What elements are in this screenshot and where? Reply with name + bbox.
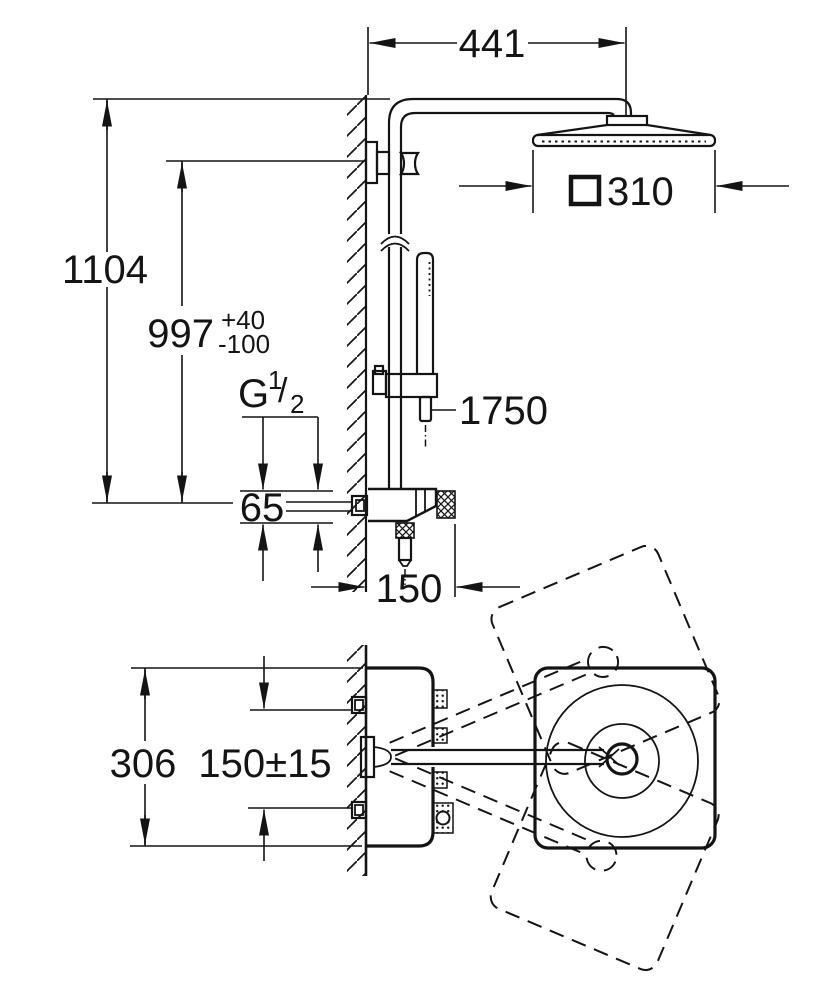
thread-size-callout: G 1 / 2 (238, 365, 323, 490)
shower-holder (384, 372, 439, 399)
valve-knob-knurled (436, 490, 456, 519)
head-neck (605, 114, 649, 127)
dimension-total-height: 1104 (62, 98, 390, 503)
dimension-arm-projection: 441 (367, 22, 625, 95)
spray-outer-circle (545, 684, 699, 838)
thermostat-valve-plan (350, 666, 454, 848)
dimension-supply-height: 997 +40 -100 (92, 160, 366, 504)
inlet-top (350, 695, 368, 715)
wall-section-front (347, 95, 368, 592)
inlet-spacing-label: 150±15 (198, 742, 331, 786)
head-depth-label: 306 (110, 742, 177, 786)
wall-hatching-plan (347, 645, 366, 876)
pipe-break-symbol (380, 235, 410, 245)
front-view-drawing: 441 310 1104 997 +40 (62, 22, 789, 611)
wall-section-plan (347, 645, 368, 876)
thread-denominator: 2 (290, 389, 304, 419)
swivel-position-up (389, 544, 721, 775)
hand-shower: 1750 (371, 251, 548, 449)
arm-wall-flange (359, 735, 376, 779)
knurled-pad (432, 727, 448, 744)
tolerance-plus-label: +40 (221, 305, 265, 335)
knob-button (435, 810, 451, 826)
ball-fork (598, 746, 620, 766)
thread-slash: / (278, 372, 288, 410)
head-outline-plan (533, 666, 717, 850)
knurled-pad (432, 689, 448, 709)
dimension-head-depth: 306 (110, 667, 363, 847)
swivel-position-down (389, 741, 720, 971)
valve-offset-label: 65 (240, 486, 285, 530)
dimension-valve-depth: 150 (311, 524, 520, 611)
dimension-head-size: 310 (459, 150, 789, 214)
wall-hatching (347, 95, 366, 592)
head-shower-front (531, 27, 717, 148)
valve-body-lower (366, 767, 435, 848)
hose-length-label: 1750 (459, 389, 548, 433)
valve-depth-label: 150 (376, 567, 443, 611)
ball-fork (598, 748, 620, 768)
head-shower-plan (359, 666, 717, 850)
plan-view-drawing: 306 150±15 (110, 544, 721, 971)
dim-441-label: 441 (459, 22, 526, 66)
total-height-label: 1104 (62, 248, 148, 292)
ball-joint (605, 742, 639, 776)
hose-outlet (397, 536, 413, 562)
valve-body (368, 487, 438, 523)
inlet-bottom (350, 800, 368, 820)
supply-height-label: 997 (147, 312, 214, 356)
knurled-pad (432, 771, 448, 789)
square-symbol-icon (568, 174, 602, 207)
wall-union-bracket (364, 140, 421, 185)
shower-pipe-and-arm (380, 97, 633, 489)
thread-numerator: 1 (268, 365, 282, 395)
tolerance-minus-label: -100 (218, 329, 270, 359)
head-rim (531, 133, 717, 148)
inlet-nipple-front (350, 494, 369, 517)
valve-body-upper (366, 666, 435, 747)
hose-nipple (418, 395, 433, 423)
outlet-knurl (395, 522, 415, 539)
thermostat-valve-front (368, 487, 456, 585)
union-nut (398, 151, 421, 176)
dimension-inlet-spacing: 150±15 (198, 656, 352, 861)
dimension-valve-offset: 65 (240, 486, 369, 581)
hand-shower-stick (415, 251, 435, 374)
head-size-label: 310 (607, 170, 674, 214)
thread-size-label: G (238, 372, 269, 416)
spray-inner-circle (584, 723, 660, 799)
